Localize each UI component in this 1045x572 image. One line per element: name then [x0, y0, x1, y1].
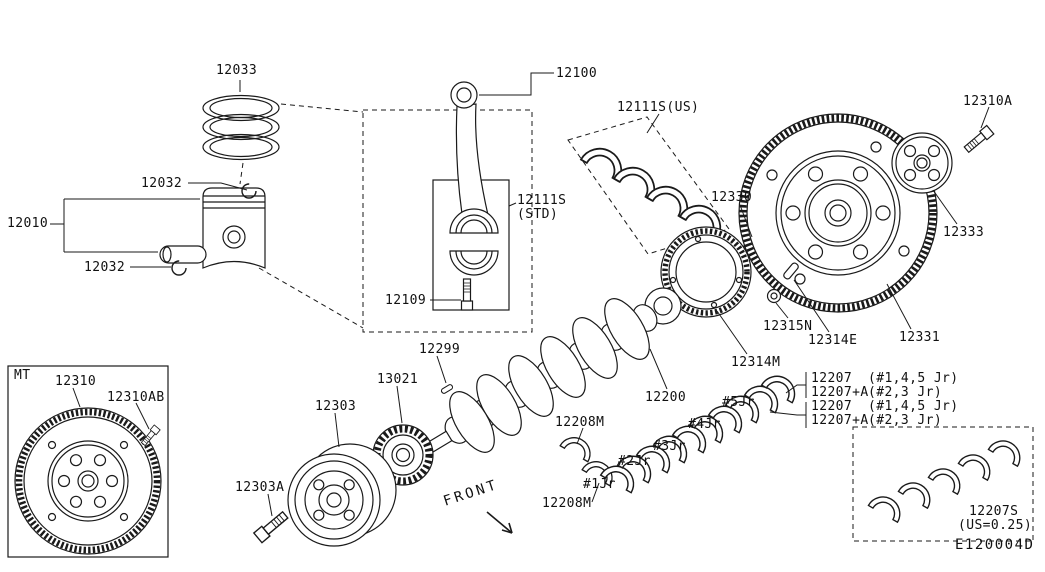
front-arrow-icon — [486, 511, 513, 534]
piston-pin-illustration — [159, 245, 207, 264]
connecting-rod-illustration — [449, 81, 499, 276]
label-12032-upper: 12032 — [141, 176, 183, 191]
drive-plate-illustration — [738, 113, 938, 313]
label-journal-3: #3Jr — [653, 439, 686, 454]
label-12303a: 12303A — [235, 480, 285, 495]
mt-flywheel-box — [7, 365, 169, 558]
label-12303: 12303 — [315, 399, 357, 414]
leader-lines — [50, 72, 990, 517]
label-12314e: 12314E — [808, 333, 858, 348]
washer-12315n-illustration — [766, 288, 782, 304]
crankshaft-illustration — [420, 287, 682, 457]
label-12314m: 12314M — [731, 355, 781, 370]
label-12207s: 12207S — [969, 504, 1019, 519]
label-12200: 12200 — [645, 390, 687, 405]
backing-plate-illustration — [891, 132, 953, 194]
label-12310ab: 12310AB — [107, 390, 165, 405]
label-12032-lower: 12032 — [84, 260, 126, 275]
label-12208m-lower: 12208M — [542, 496, 592, 511]
label-12111s-us: 12111S(US) — [617, 100, 700, 115]
label-12207-row2-note: (#2,3 Jr) — [868, 385, 943, 400]
label-12310: 12310 — [55, 374, 97, 389]
label-journal-4: #4Jr — [688, 417, 721, 432]
connecting-rod-dashed-box — [362, 109, 533, 333]
piston-ring-set-illustration — [202, 94, 280, 161]
snap-ring-lower-illustration — [171, 260, 187, 276]
label-12207-row1-note: (#1,4,5 Jr) — [868, 371, 959, 386]
label-12033: 12033 — [216, 63, 258, 78]
label-12331: 12331 — [899, 330, 941, 345]
flywheel-illustration — [14, 407, 162, 555]
label-mt-variant: MT — [14, 368, 31, 383]
signal-plate-illustration — [660, 226, 752, 318]
label-drawing-code: E120004D — [955, 537, 1035, 553]
rod-bolt-illustration — [460, 278, 474, 311]
label-12315n: 12315N — [763, 319, 813, 334]
pin-12314e-illustration — [783, 262, 799, 280]
label-12208m-upper: 12208M — [555, 415, 605, 430]
main-bearing-us-dashed-outline — [567, 116, 730, 255]
label-journal-1: #1Jr — [583, 477, 616, 492]
label-12207-row4-part: 12207+A — [811, 413, 869, 428]
label-12333: 12333 — [943, 225, 985, 240]
label-12310a: 12310A — [963, 94, 1013, 109]
label-12330: 12330 — [711, 190, 753, 205]
std-bearing-set-dashed-box — [852, 426, 1034, 542]
crank-pulley-illustration — [287, 443, 397, 547]
label-12111s-std-note: (STD) — [517, 207, 559, 222]
label-12100: 12100 — [556, 66, 598, 81]
woodruff-key-illustration — [440, 384, 454, 394]
piston-illustration — [202, 187, 266, 269]
assembly-guide-lines — [239, 103, 1034, 542]
label-journal-5: #5Jr — [722, 395, 755, 410]
label-12207-row1-part: 12207 — [811, 371, 853, 386]
label-12010: 12010 — [7, 216, 49, 231]
label-12109: 12109 — [385, 293, 427, 308]
label-13021: 13021 — [377, 372, 419, 387]
label-12207-row3-part: 12207 — [811, 399, 853, 414]
label-12207s-note: (US=0.25) — [958, 518, 1033, 533]
bolt-12310a-illustration — [962, 124, 995, 155]
label-12111s-std: 12111S — [517, 193, 567, 208]
label-12299: 12299 — [419, 342, 461, 357]
label-12207-row2-part: 12207+A — [811, 385, 869, 400]
label-12207-row4-note: (#2,3 Jr) — [868, 413, 943, 428]
main-bearing-us-set-illustration — [580, 139, 730, 240]
label-journal-2: #2Jr — [618, 454, 651, 469]
snap-ring-upper-illustration — [241, 183, 257, 199]
label-12207-row3-note: (#1,4,5 Jr) — [868, 399, 959, 414]
